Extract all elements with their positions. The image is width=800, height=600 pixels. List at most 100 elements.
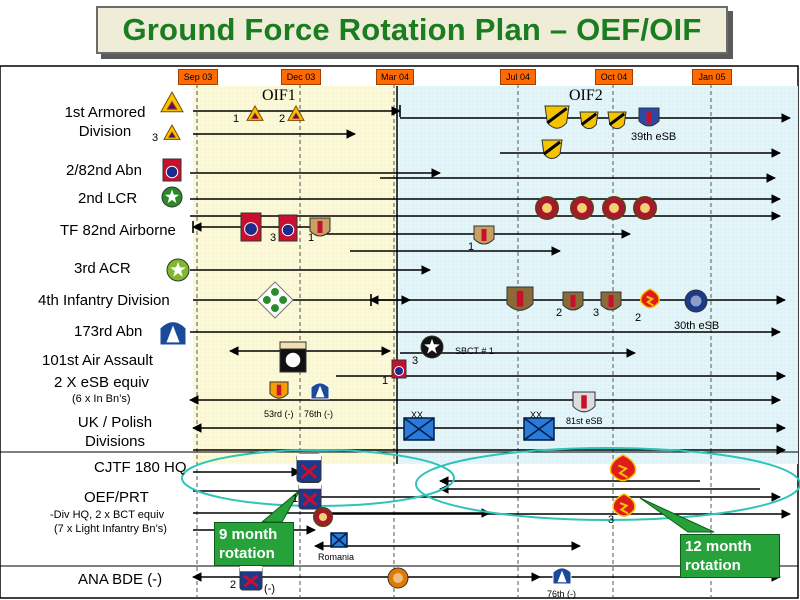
82nd-airborne-icon: [162, 158, 182, 182]
unit-label-esb: 2 X eSB equiv: [54, 374, 150, 391]
39th-esb-icon: [638, 107, 660, 127]
callout-nine-month: 9 month rotation: [214, 522, 294, 566]
unit-label-2-82: 2/82nd Abn: [66, 162, 142, 179]
unit-label-ukpol: UK / Polish Divisions: [77, 414, 153, 450]
unit-label-101: 101st Air Assault: [42, 352, 153, 369]
unit-label-oefprt: OEF/PRT: [84, 489, 149, 506]
annotation-30esb: 30th eSB: [674, 320, 720, 332]
rotation-number: 3: [270, 232, 277, 244]
unit-insignia: [159, 90, 708, 591]
title-banner: Ground Force Rotation Plan – OEF/OIF: [96, 6, 728, 54]
callout-twelve-month: 12 month rotation: [680, 534, 780, 578]
annotation-76: 76th (-): [304, 409, 334, 419]
unit-label-1ad: 1st Armored Division: [64, 104, 146, 140]
1st-cavalry-icon: [579, 111, 599, 130]
oif2-band: [397, 86, 798, 464]
oif1-label: OIF1: [262, 87, 296, 104]
marine-division-icon: [313, 507, 333, 527]
callout-pointer-twelve: [639, 497, 715, 533]
month-header: Jan 05: [692, 69, 732, 85]
rotation-number: 3: [593, 307, 600, 319]
oef-ellipse-right: [415, 447, 800, 521]
10th-mountain-icon: [298, 482, 322, 510]
unit-label-inbn: (6 x In Bn’s): [72, 393, 131, 405]
2nd-lcr-icon: [161, 186, 183, 208]
annotation-81esb: 81st eSB: [566, 416, 603, 426]
annotation-39esb: 39th eSB: [631, 131, 677, 143]
rotation-number: 1: [468, 241, 475, 253]
10th-mountain-icon: [239, 565, 263, 591]
173rd-airborne-icon: [159, 321, 187, 346]
53rd-brigade-icon: [269, 381, 289, 399]
marine-division-icon: [535, 196, 559, 220]
1st-infantry-icon: [600, 291, 622, 311]
armored-division-icon: [287, 104, 305, 121]
rotation-number: 3: [152, 132, 159, 144]
unit-label-4id: 4th Infantry Division: [38, 292, 170, 309]
rotation-number: 1: [292, 493, 299, 505]
armored-division-icon: [163, 123, 181, 140]
unit-label-tf82: TF 82nd Airborne: [60, 222, 176, 239]
month-header: Mar 04: [376, 69, 414, 85]
rotation-number: 3: [412, 355, 419, 367]
month-header: Sep 03: [178, 69, 218, 85]
month-header: Oct 04: [595, 69, 633, 85]
unit-label-cjtf: CJTF 180 HQ: [94, 459, 187, 476]
annotation-xx: XX: [530, 410, 543, 420]
25th-infantry-icon: [640, 288, 660, 309]
1st-infantry-icon: [562, 291, 584, 311]
unit-label-3acr: 3rd ACR: [74, 260, 131, 277]
ana-icon: [387, 567, 409, 589]
marine-division-icon: [633, 196, 657, 220]
82nd-airborne-icon: [240, 212, 262, 242]
page-title: Ground Force Rotation Plan – OEF/OIF: [122, 12, 702, 47]
25th-infantry-icon: [612, 493, 636, 517]
rotation-number: 2: [635, 312, 642, 324]
annotation-53: 53rd (-): [264, 409, 294, 419]
marine-division-icon: [602, 196, 626, 220]
unit-label-2lcr: 2nd LCR: [78, 190, 138, 207]
2nd-infantry-icon: [420, 335, 444, 359]
4th-infantry-icon: [256, 281, 294, 319]
30th-esb-icon: [684, 289, 708, 313]
month-header: Dec 03: [281, 69, 321, 85]
armored-division-icon: [246, 104, 264, 121]
division-symbol-icon: [403, 417, 435, 441]
82nd-airborne-icon: [391, 359, 407, 379]
101st-airborne-icon: [279, 341, 307, 373]
1st-cavalry-icon: [544, 105, 570, 129]
81st-esb-icon: [572, 391, 596, 413]
oif1-band: [193, 86, 397, 464]
annotation-romania: Romania: [318, 552, 355, 562]
76th-brigade-icon: [310, 382, 330, 400]
rotation-number: 1: [382, 375, 389, 387]
76th-brigade-icon: [552, 567, 572, 585]
3rd-infantry-icon: [309, 217, 331, 237]
rotation-number: 3: [608, 514, 615, 526]
unit-label-ana: ANA BDE (-): [78, 571, 163, 588]
rotation-number: 1: [308, 232, 315, 244]
1st-infantry-icon: [506, 286, 534, 311]
annotation-76b: 76th (-): [547, 589, 577, 599]
rotation-number: 2: [230, 579, 237, 591]
rotation-number: 2: [279, 113, 286, 125]
month-header: Jul 04: [500, 69, 536, 85]
annotation-sbct: SBCT # 1: [455, 346, 494, 356]
82nd-airborne-icon: [278, 214, 298, 242]
1st-cavalry-icon: [541, 139, 563, 159]
rotation-number: 2: [556, 307, 563, 319]
division-symbol-icon: [523, 417, 555, 441]
annotation-xx: XX: [411, 410, 424, 420]
annotation-paren: (-): [264, 583, 275, 595]
unit-label-lightinf: (7 x Light Infantry Bn’s): [54, 523, 167, 535]
unit-label-173: 173rd Abn: [74, 323, 143, 340]
10th-mountain-icon: [296, 453, 322, 483]
division-symbol-icon: [330, 532, 348, 548]
1st-cavalry-icon: [607, 111, 627, 130]
oif2-label: OIF2: [569, 87, 603, 104]
3rd-infantry-icon: [473, 225, 495, 245]
armored-division-icon: [160, 90, 184, 113]
unit-label-divhq: -Div HQ, 2 x BCT equiv: [50, 509, 165, 521]
25th-infantry-icon: [609, 454, 637, 482]
